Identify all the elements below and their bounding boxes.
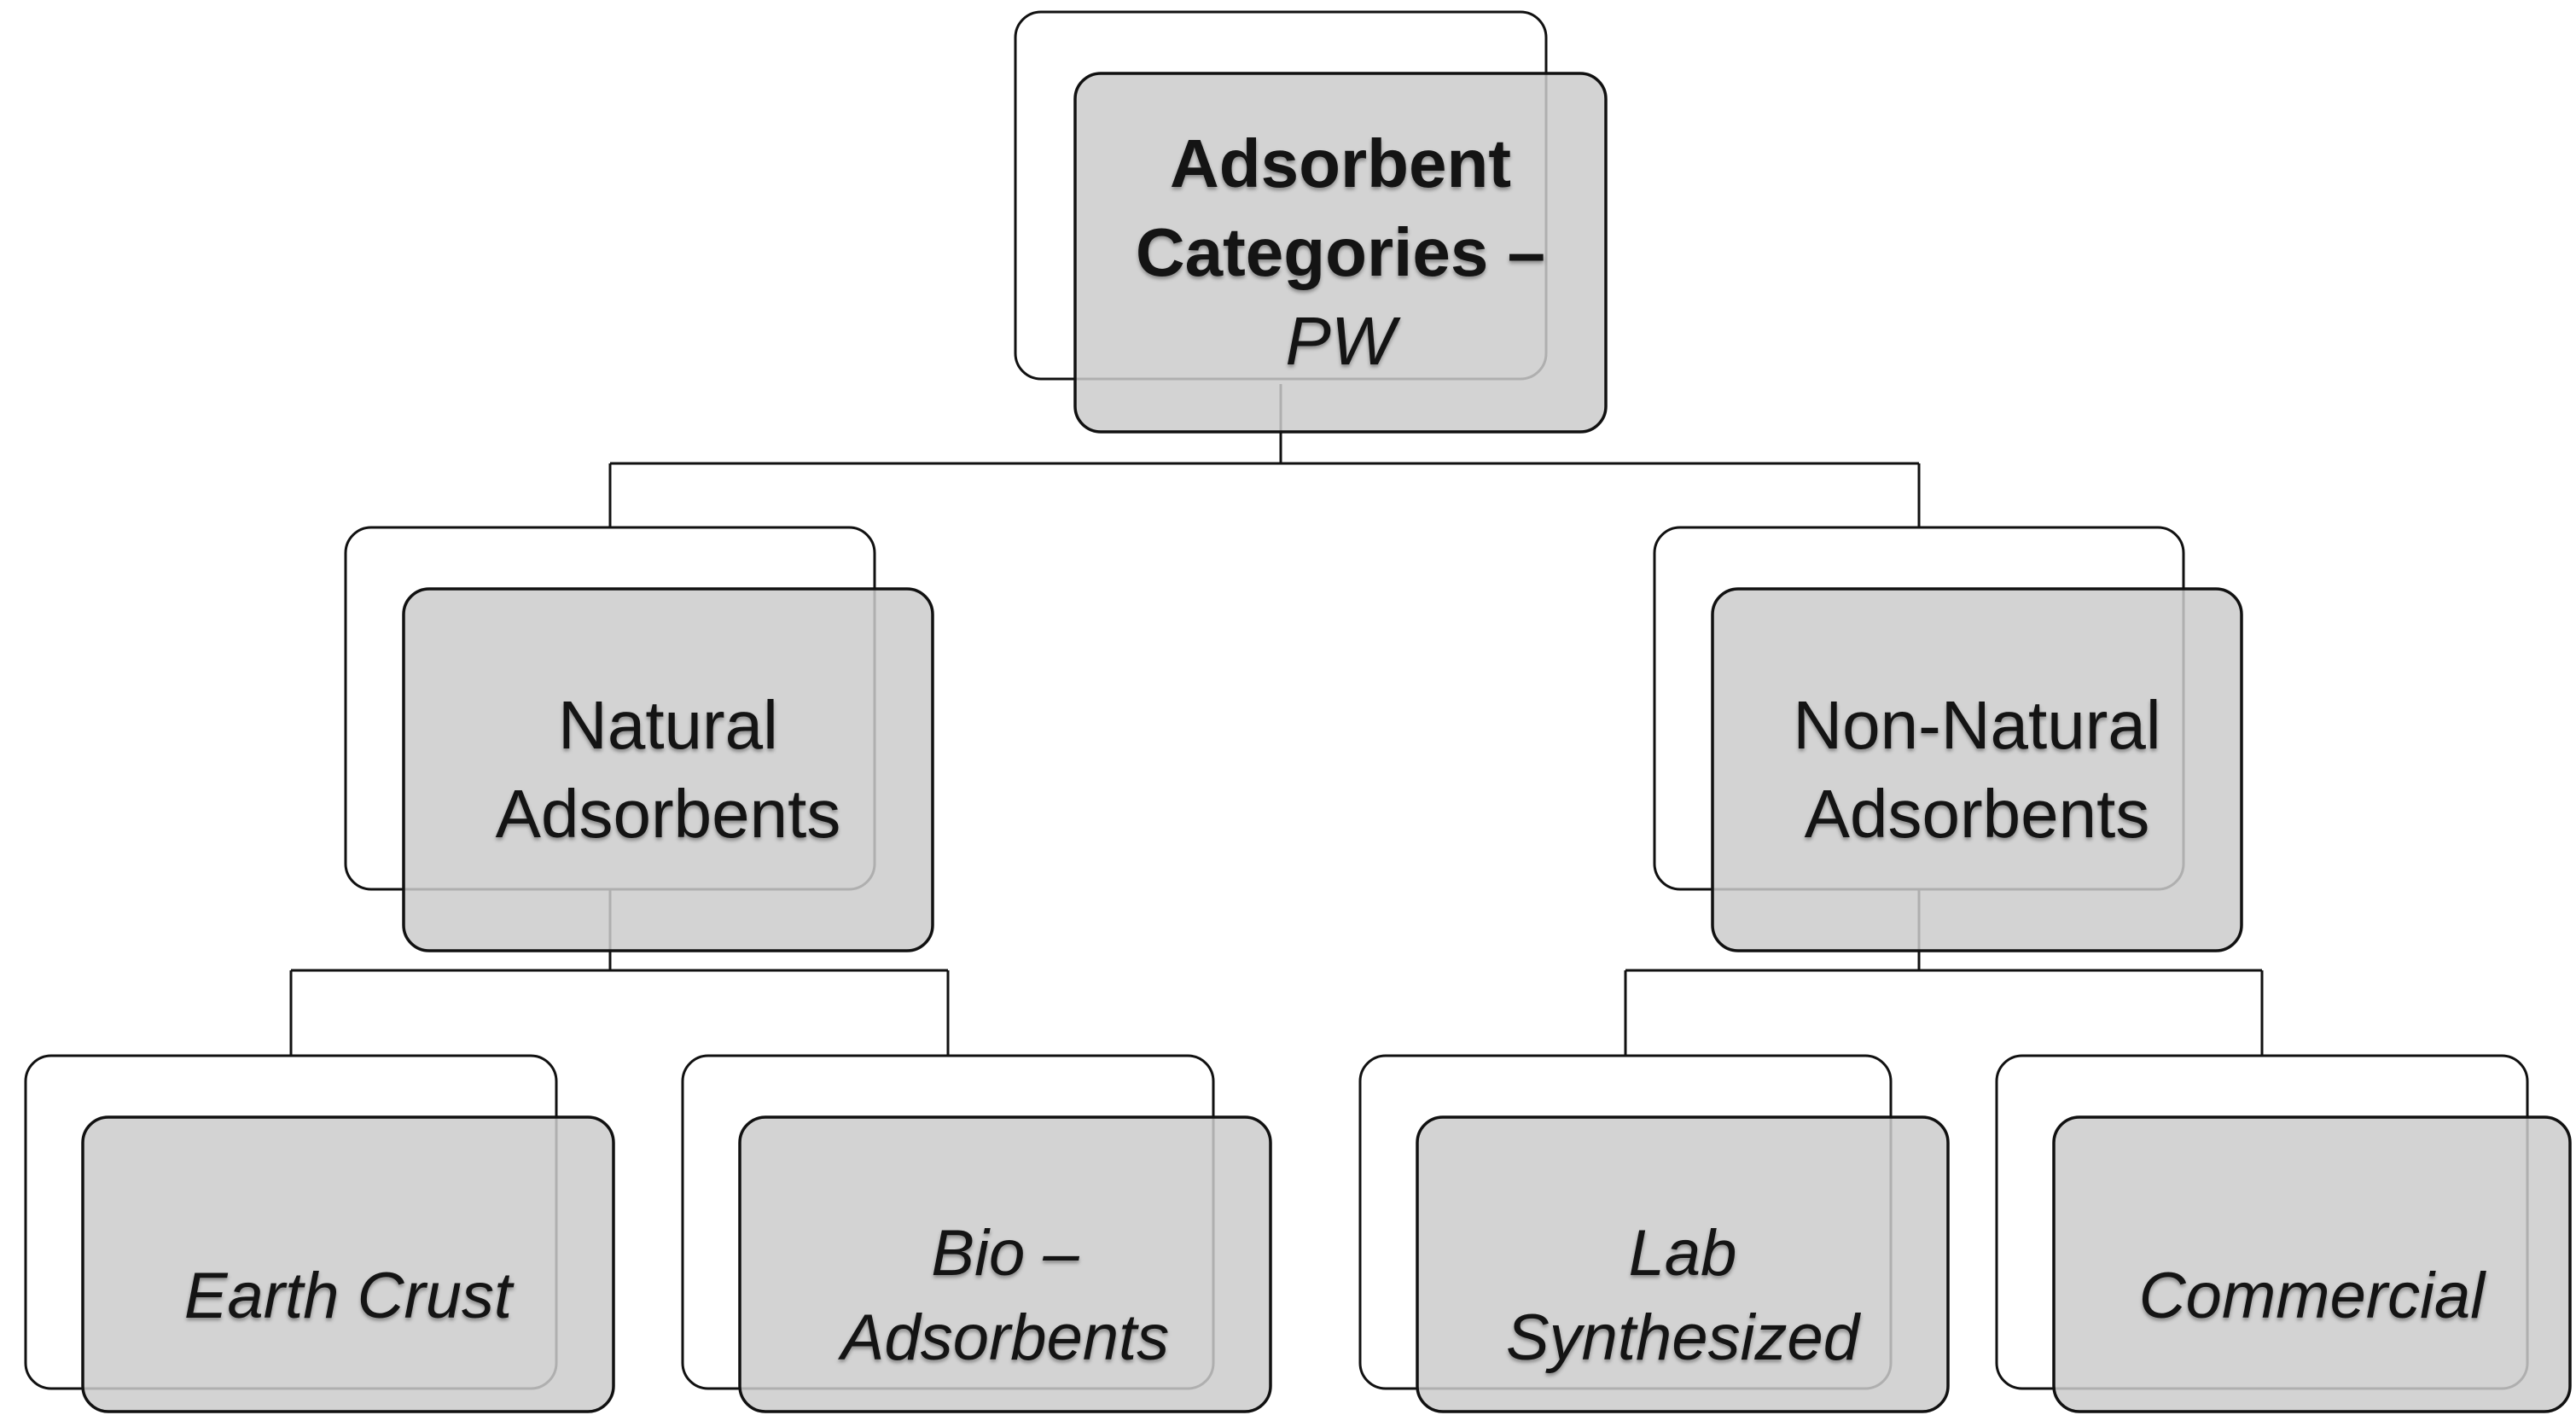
node-adsorbent-categories xyxy=(1014,10,1608,434)
node-label-non-natural-adsorbents: Non-Natural Adsorbents xyxy=(1793,687,2161,852)
node-lab-synthesized-front-card xyxy=(1416,1115,1950,1413)
node-adsorbent-categories-front-card xyxy=(1073,72,1608,434)
node-label-adsorbent-categories: Adsorbent Categories – PW xyxy=(1075,73,1606,432)
node-earth-crust xyxy=(24,1054,615,1413)
node-lab-synthesized xyxy=(1358,1054,1950,1413)
root-label-suffix-pw: PW xyxy=(1285,303,1396,379)
node-commercial xyxy=(1995,1054,2572,1413)
node-label-earth-crust: Earth Crust xyxy=(183,1259,513,1332)
node-label-lab-synthesized: Lab Synthesized xyxy=(1505,1217,1860,1374)
node-label-commercial: Commercial xyxy=(2138,1259,2486,1332)
node-natural-adsorbents xyxy=(344,526,934,952)
node-commercial-front-card xyxy=(2052,1115,2572,1413)
connector-level2-to-level3 xyxy=(289,969,2264,1071)
node-non-natural-adsorbents xyxy=(1653,526,2243,952)
node-natural-adsorbents-front-card xyxy=(402,587,934,952)
node-earth-crust-front-card xyxy=(81,1115,615,1413)
node-label-natural-adsorbents: Natural Adsorbents xyxy=(495,687,841,852)
node-bio-adsorbents-front-card xyxy=(738,1115,1272,1413)
node-non-natural-adsorbents-front-card xyxy=(1711,587,2243,952)
node-bio-adsorbents xyxy=(681,1054,1272,1413)
root-label-line2: Categories – xyxy=(1135,214,1546,290)
root-label-line1: Adsorbent xyxy=(1169,125,1511,201)
node-label-bio-adsorbents: Bio – Adsorbents xyxy=(840,1217,1170,1374)
